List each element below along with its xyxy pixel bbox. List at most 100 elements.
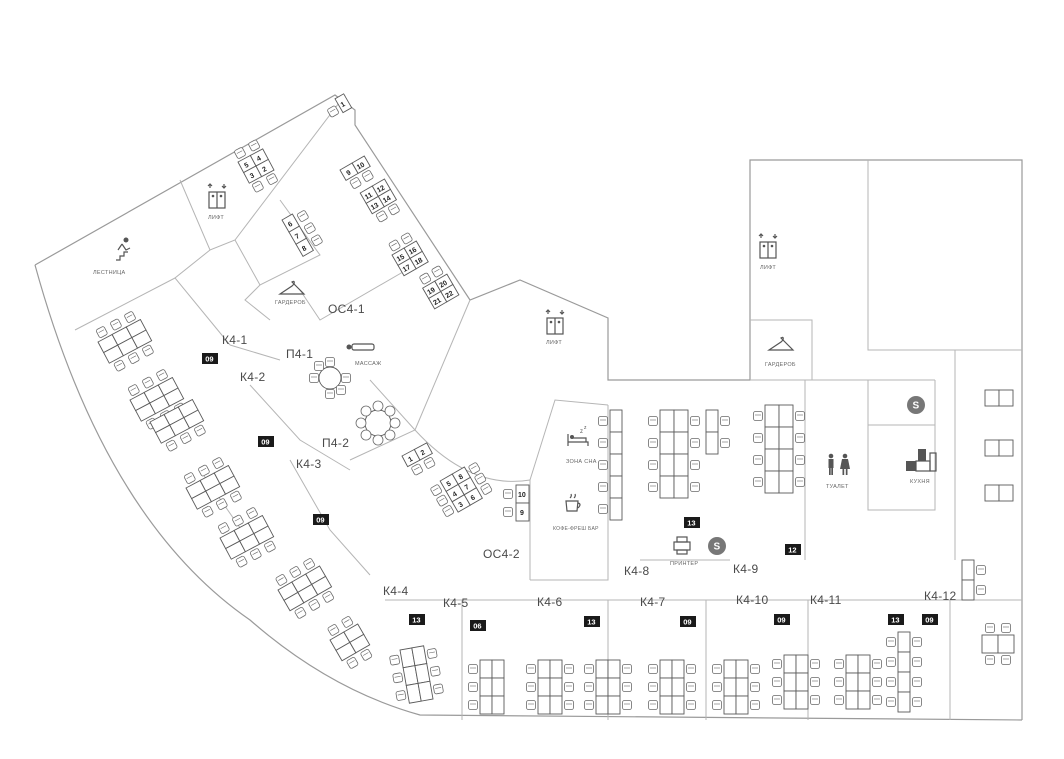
desk-block[interactable] [712,659,760,715]
svg-text:1: 1 [340,101,347,109]
desk-cluster-a[interactable]: 1 [324,93,353,119]
zone-label-k4-8: К4-8 [624,564,650,578]
stairs-room: ЛЕСТНИЦА [93,237,131,276]
workstations[interactable] [93,309,1015,715]
desk-block[interactable] [598,409,623,521]
desk-block[interactable] [648,409,700,499]
kitchen-icon [906,449,937,472]
zone-label-k4-2: К4-2 [240,370,266,384]
zone-label-k4-11: К4-11 [810,593,842,607]
svg-text:6: 6 [470,494,477,502]
badge: 13 [584,616,600,627]
toilet-room: ТУАЛЕТ [826,453,850,490]
desk-block[interactable] [984,389,1014,407]
printer-area: ПРИНТЕР S [670,536,726,567]
svg-text:13: 13 [891,616,899,625]
desk-block[interactable] [753,404,805,494]
svg-text:17: 17 [402,264,412,274]
stairs-icon [116,237,131,261]
desk-cluster-g[interactable]: 5 8 4 7 3 6 [429,461,493,519]
coffee-bar: КОФЕ-ФРЕШ БАР [553,493,599,532]
zone-label-k4-4: К4-4 [383,584,409,598]
svg-text:19: 19 [426,287,436,297]
desk-block[interactable] [526,659,574,715]
svg-text:09: 09 [205,355,213,364]
desk-block[interactable] [584,659,632,715]
svg-text:4: 4 [452,491,459,499]
desk-block[interactable] [981,623,1015,665]
svg-text:13: 13 [587,618,595,627]
svg-text:22: 22 [445,290,455,300]
desk-block[interactable] [648,659,696,715]
svg-text:21: 21 [432,297,442,307]
desk-cluster-d[interactable]: 9 10 11 12 13 14 [339,153,402,227]
meeting-table-round-large[interactable] [355,400,401,446]
desk-block[interactable] [272,556,337,621]
desk-block[interactable] [984,439,1014,457]
zone-label-k4-9: К4-9 [733,562,759,576]
skype-icon: S [708,537,726,555]
svg-text:2: 2 [420,449,427,457]
desk-block[interactable] [984,484,1014,502]
desk-block[interactable] [181,455,245,519]
svg-text:S: S [913,401,920,412]
svg-text:09: 09 [683,618,691,627]
zone-label-oc4-2: ОС4-2 [483,547,520,561]
svg-text:09: 09 [261,438,269,447]
massage-icon [346,343,375,351]
zone-labels: ОС4-1 ОС4-2 П4-1 П4-2 К4-1 К4-2 К4-3 К4-… [222,302,956,610]
desk-cluster-h[interactable]: 10 9 [503,484,530,522]
coffee-bar-label: КОФЕ-ФРЕШ БАР [553,526,599,532]
desk-cluster-e[interactable]: 15 16 17 18 19 20 21 22 [386,226,460,314]
desk-block[interactable] [125,367,189,431]
wardrobe-room-west: ГАРДЕРОБ [275,280,306,306]
svg-text:09: 09 [925,616,933,625]
svg-text:z: z [580,429,583,435]
svg-text:13: 13 [370,202,380,212]
hanger-icon [767,336,795,351]
desk-block[interactable] [215,505,279,569]
toilet-icon [828,453,850,475]
badge: 06 [470,620,486,631]
desk-cluster-c[interactable]: 6 7 8 [281,208,324,257]
svg-text:12: 12 [376,184,386,194]
zone-label-k4-10: К4-10 [736,593,769,607]
svg-text:9: 9 [520,510,524,517]
badge: 09 [680,616,696,627]
svg-text:16: 16 [408,247,418,257]
svg-text:13: 13 [412,616,420,625]
desk-block[interactable] [149,398,209,453]
coffee-cup-icon [565,493,581,512]
massage-room: МАССАЖ [346,343,381,367]
lift-label-west: ЛИФТ [208,215,224,221]
lift-label-center: ЛИФТ [546,340,562,346]
desk-block[interactable] [389,644,445,705]
desk-block[interactable] [961,559,986,601]
desk-cluster-f[interactable]: 1 2 [401,442,438,477]
desk-block[interactable] [886,631,922,713]
desk-block[interactable] [834,654,882,710]
badge: 13 [888,614,904,625]
hanger-icon [278,280,306,295]
printer-icon [673,536,691,555]
lift-room-center: ЛИФТ [545,309,565,346]
zone-label-p4-2: П4-2 [322,436,349,450]
desk-block[interactable] [705,409,730,455]
meeting-table-round-small[interactable] [309,357,351,399]
svg-text:z: z [584,425,587,431]
desk-block[interactable] [93,309,157,373]
svg-text:20: 20 [439,280,449,290]
badge: 09 [313,514,329,525]
desk-block[interactable] [324,614,375,671]
desk-cluster-b[interactable]: 5 4 3 2 [233,139,280,194]
svg-text:09: 09 [777,616,785,625]
zone-label-oc4-1: ОС4-1 [328,302,365,316]
lift-icon [207,183,227,209]
desk-block[interactable] [468,659,505,715]
svg-text:09: 09 [316,516,324,525]
desk-block[interactable] [772,654,820,710]
svg-text:8: 8 [301,245,308,253]
svg-text:5: 5 [446,480,453,488]
badge: 09 [774,614,790,625]
